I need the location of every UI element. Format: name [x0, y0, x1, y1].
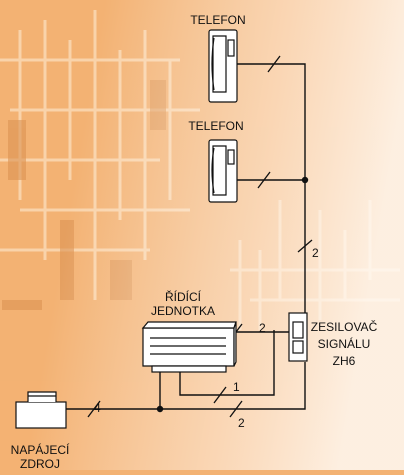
bottom-bus-wire-count: 2 [238, 416, 245, 430]
power-supply-icon [15, 391, 67, 429]
amplifier-label-line1: ZESILOVAČ [311, 319, 378, 334]
amplifier-icon [288, 312, 308, 362]
junction-dot [301, 176, 309, 184]
slash-mark [87, 400, 101, 418]
labels: TELEFON TELEFON ŘÍDÍCÍ JEDNOTKA ZESILOVA… [11, 13, 378, 471]
control-unit-icon [141, 321, 237, 373]
wire-bottom-bus [65, 362, 306, 410]
slash-mark [297, 239, 313, 253]
phone-mid-label: TELEFON [188, 119, 243, 133]
slash-mark [229, 400, 243, 418]
power-supply-label-line1: NAPÁJECÍ [11, 442, 70, 457]
wire-phone-top [236, 63, 306, 313]
riser-wire-count: 2 [312, 246, 319, 260]
slash-mark [213, 386, 227, 404]
phone-top-label: TELEFON [190, 13, 245, 27]
junctions [156, 176, 309, 413]
wire-control-amp-lower [179, 330, 275, 396]
junction-dot [156, 405, 164, 413]
control-amp-upper-wire-count: 2 [259, 321, 266, 335]
amplifier-label-line3: ZH6 [333, 354, 356, 368]
telephone-top-icon [208, 29, 238, 103]
power-supply-label-line2: ZDROJ [20, 457, 60, 470]
control-unit-label-line2: JEDNOTKA [151, 304, 215, 318]
control-unit-label-line1: ŘÍDÍCÍ [165, 289, 202, 304]
power-feed-wire-count: 4 [94, 401, 101, 415]
slash-mark [267, 55, 281, 73]
control-amp-lower-wire-count: 1 [233, 380, 240, 394]
slash-mark [257, 171, 271, 189]
telephone-mid-icon [208, 139, 238, 203]
amplifier-label-line2: SIGNÁLU [318, 336, 371, 351]
